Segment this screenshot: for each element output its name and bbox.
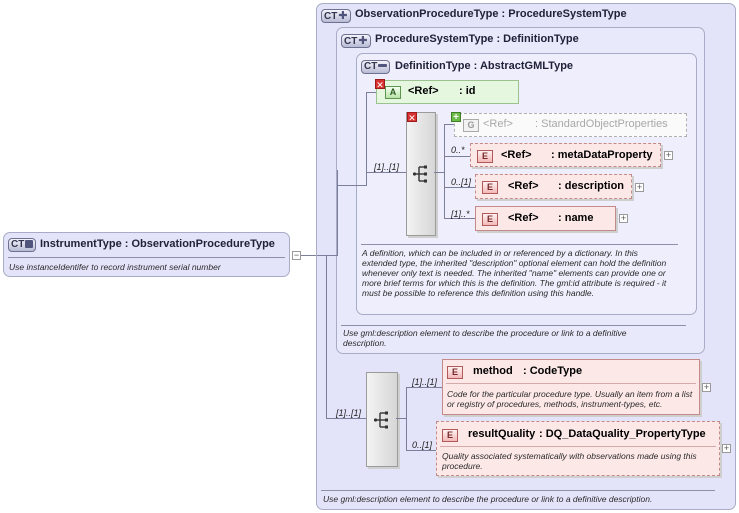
description-element[interactable]: E <Ref> : description xyxy=(475,174,632,199)
prohibited-icon: ✕ xyxy=(407,112,417,123)
connector xyxy=(326,255,327,419)
connector xyxy=(406,387,442,388)
result-quality-cardinality: 0..[1] xyxy=(412,440,433,450)
element-chip: E xyxy=(482,181,498,194)
prohibited-icon: ✕ xyxy=(375,79,385,90)
description-cardinality: 0..[1] xyxy=(451,177,472,187)
divider xyxy=(341,325,686,326)
element-chip: E xyxy=(477,150,493,163)
metadata-property-name: : metaDataProperty xyxy=(551,149,653,161)
connector xyxy=(366,172,406,173)
complex-type-badge: CT✚ xyxy=(321,9,351,23)
collapse-toggle[interactable]: − xyxy=(292,250,301,260)
element-chip: E xyxy=(482,213,498,226)
attribute-chip: A xyxy=(385,86,401,99)
expand-toggle[interactable]: + xyxy=(635,182,644,192)
observation-procedure-type-title: ObservationProcedureType : ProcedureSyst… xyxy=(355,8,627,20)
sequence-icon xyxy=(25,240,34,248)
instrument-type-box[interactable]: CT InstrumentType : ObservationProcedure… xyxy=(3,232,290,277)
name-name: : name xyxy=(558,212,594,224)
extension-icon: ✚ xyxy=(358,35,368,47)
sequence-icon xyxy=(413,165,427,183)
complex-type-badge: CT✚ xyxy=(341,34,371,48)
instrument-type-doc: Use instanceIdentifer to record instrume… xyxy=(9,262,221,272)
method-element[interactable]: E method : CodeType Code for the particu… xyxy=(442,359,700,415)
expand-toggle[interactable]: + xyxy=(702,382,711,392)
name-cardinality: [1]..* xyxy=(451,209,470,219)
result-quality-doc: Quality associated systematically with o… xyxy=(442,451,697,471)
group-ref: <Ref> xyxy=(483,118,513,130)
result-quality-element[interactable]: E resultQuality : DQ_DataQuality_Propert… xyxy=(436,421,720,476)
connector xyxy=(444,218,475,219)
id-attribute[interactable]: A <Ref> : id xyxy=(376,80,519,104)
connector xyxy=(317,255,337,256)
definition-type-doc: A definition, which can be included in o… xyxy=(362,248,667,298)
procedure-system-type-title: ProcedureSystemType : DefinitionType xyxy=(375,33,579,45)
expand-toggle[interactable]: + xyxy=(619,213,628,223)
connector xyxy=(406,387,407,450)
definition-sequence[interactable] xyxy=(406,112,436,236)
result-quality-type: : DQ_DataQuality_PropertyType xyxy=(539,428,706,440)
group-name: : StandardObjectProperties xyxy=(535,118,668,130)
element-chip: E xyxy=(447,366,463,379)
connector xyxy=(434,172,444,173)
connector xyxy=(337,185,367,186)
connector xyxy=(444,124,454,125)
connector xyxy=(396,418,406,419)
complex-type-badge: CT xyxy=(361,60,391,74)
sequence-icon xyxy=(378,64,388,67)
description-name: : description xyxy=(558,180,625,192)
standard-object-properties-group[interactable]: G <Ref> : StandardObjectProperties xyxy=(454,113,687,137)
id-attribute-name: : id xyxy=(459,85,476,97)
procedure-system-type-doc: Use gml:description element to describe … xyxy=(343,328,627,348)
complex-type-badge: CT xyxy=(8,238,37,252)
divider xyxy=(321,490,715,491)
name-ref: <Ref> xyxy=(508,212,539,224)
sequence-cardinality: [1]..[1] xyxy=(374,162,400,172)
metadata-property-element[interactable]: E <Ref> : metaDataProperty xyxy=(470,143,661,167)
name-element[interactable]: E <Ref> : name xyxy=(475,206,616,231)
connector xyxy=(444,187,475,188)
element-chip: E xyxy=(442,429,458,442)
group-chip: G xyxy=(463,119,479,132)
observation-procedure-type-doc: Use gml:description element to describe … xyxy=(323,494,653,504)
connector xyxy=(406,450,436,451)
method-doc: Code for the particular procedure type. … xyxy=(447,389,693,409)
connector xyxy=(444,124,445,219)
connector xyxy=(444,156,470,157)
divider xyxy=(361,244,678,245)
definition-type-title: DefinitionType : AbstractGMLType xyxy=(395,60,574,72)
expand-toggle[interactable]: + xyxy=(722,443,731,453)
connector xyxy=(326,418,366,419)
expand-toggle[interactable]: + xyxy=(664,150,673,160)
divider xyxy=(446,383,696,384)
metadata-property-ref: <Ref> xyxy=(501,149,532,161)
added-icon: + xyxy=(451,112,461,123)
method-type: : CodeType xyxy=(523,365,583,377)
connector xyxy=(337,170,338,256)
observation-sequence[interactable] xyxy=(366,372,398,467)
connector xyxy=(301,255,317,256)
connector xyxy=(366,92,376,93)
connector xyxy=(366,92,367,186)
description-ref: <Ref> xyxy=(508,180,539,192)
divider xyxy=(8,257,285,258)
observation-sequence-cardinality: [1]..[1] xyxy=(336,408,362,418)
extension-icon: ✚ xyxy=(338,10,348,22)
instrument-type-title: InstrumentType : ObservationProcedureTyp… xyxy=(40,238,275,250)
method-name: method xyxy=(473,365,513,377)
metadata-property-cardinality: 0..* xyxy=(451,145,465,155)
divider xyxy=(440,446,716,447)
method-cardinality: [1]..[1] xyxy=(412,377,438,387)
result-quality-name: resultQuality xyxy=(468,428,536,440)
sequence-icon xyxy=(374,411,388,429)
id-attribute-ref: <Ref> xyxy=(408,85,439,97)
